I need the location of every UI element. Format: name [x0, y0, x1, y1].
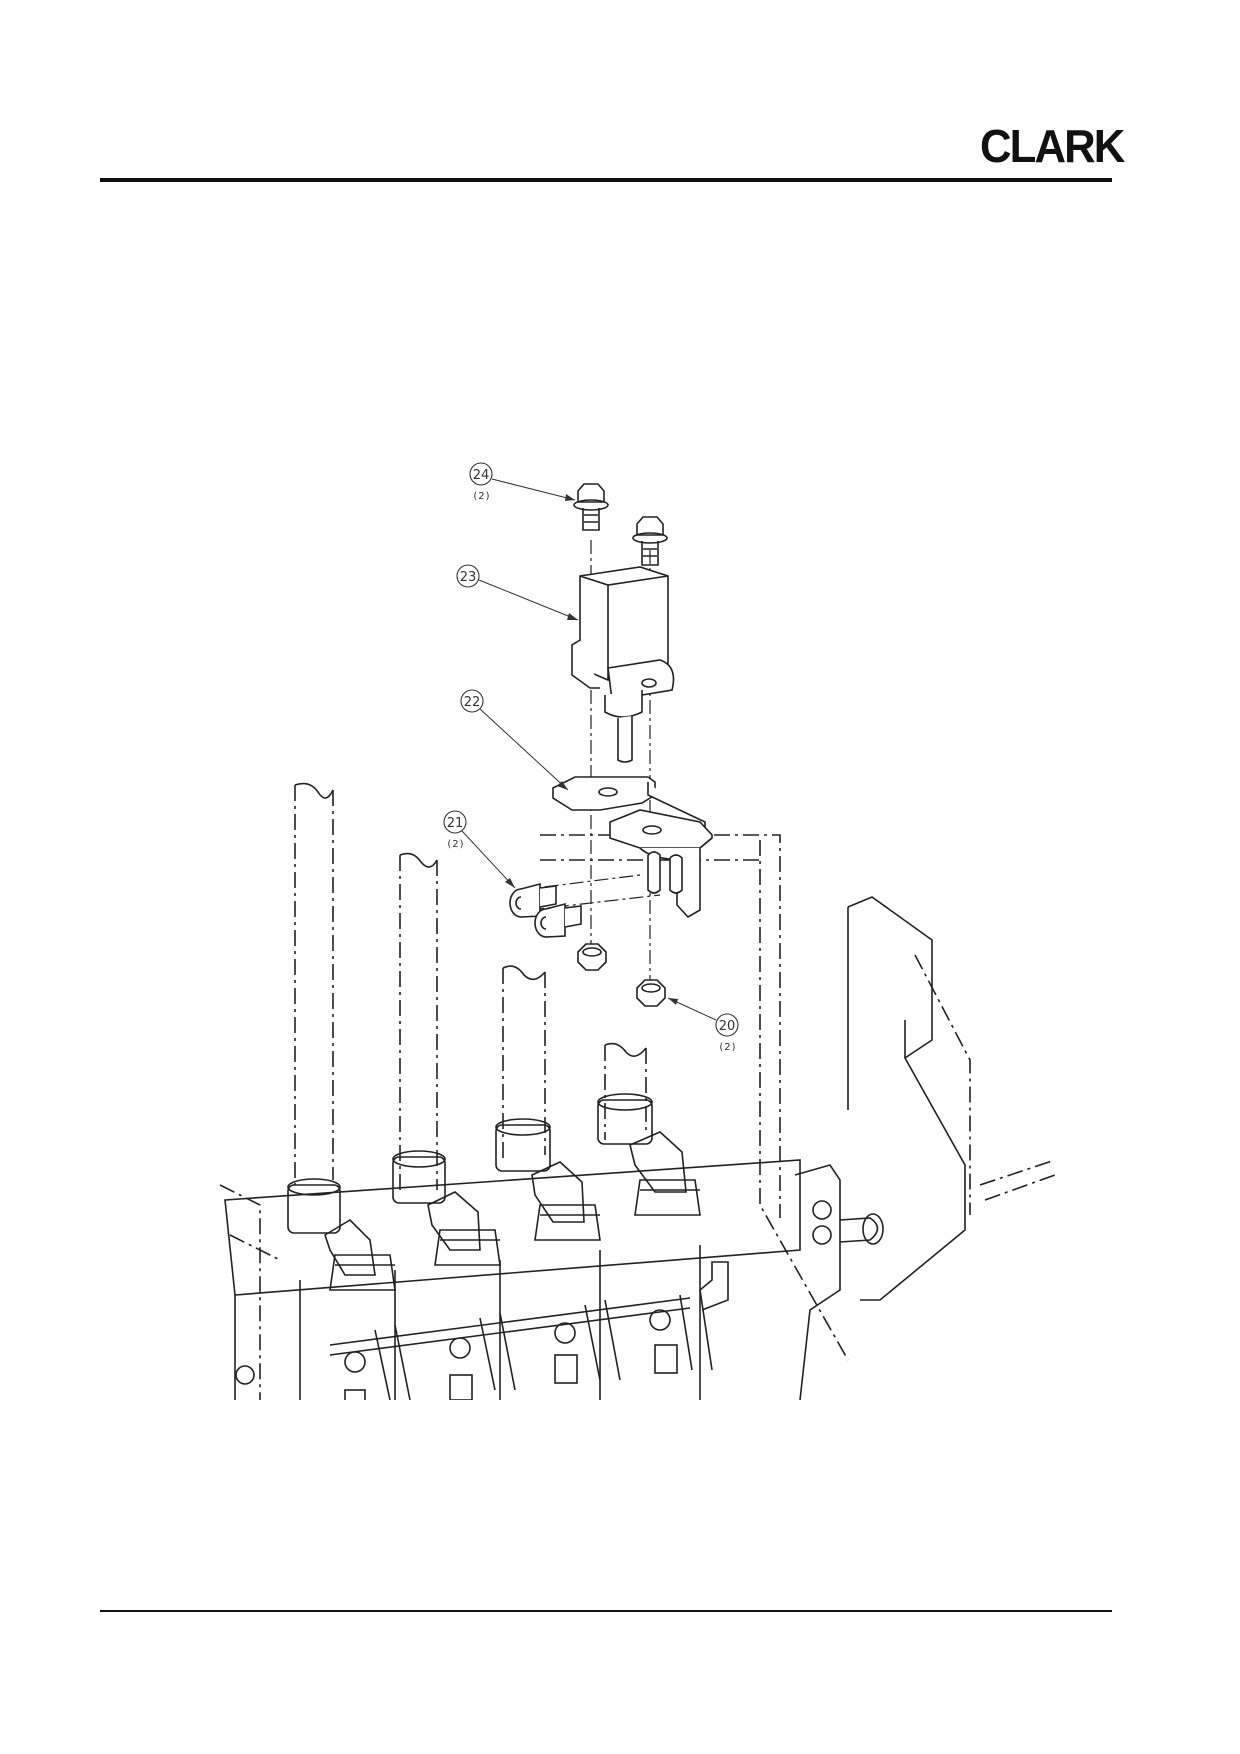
valve-assembly-drawing — [219, 782, 1056, 1400]
callout-number: 21 — [447, 816, 464, 831]
callout-number: 20 — [719, 1019, 736, 1034]
callout-number: 24 — [473, 468, 490, 483]
callout-22: 22 — [460, 689, 569, 791]
footer-rule — [100, 1610, 1112, 1612]
flange-bolt-left — [573, 483, 609, 531]
callout-23: 23 — [456, 564, 579, 621]
hex-nut-left — [577, 943, 607, 971]
callout-quantity: (2) — [447, 839, 464, 850]
cap-screw-upper — [509, 882, 557, 918]
cap-screw-lower — [534, 902, 582, 938]
flange-bolt-right — [632, 516, 668, 566]
callout-number: 23 — [460, 570, 477, 585]
proximity-switch — [571, 566, 675, 763]
callout-24: 24 (2) — [469, 462, 576, 502]
callout-number: 22 — [464, 695, 481, 710]
exploded-parts — [509, 483, 713, 1007]
callout-quantity: (2) — [719, 1042, 736, 1053]
callout-quantity: (2) — [473, 491, 490, 502]
mounting-bracket — [552, 776, 713, 919]
callout-21: 21 (2) — [443, 810, 516, 889]
header-rule — [100, 178, 1112, 182]
hex-nut-right — [636, 979, 666, 1007]
callout-20: 20 (2) — [667, 997, 739, 1053]
